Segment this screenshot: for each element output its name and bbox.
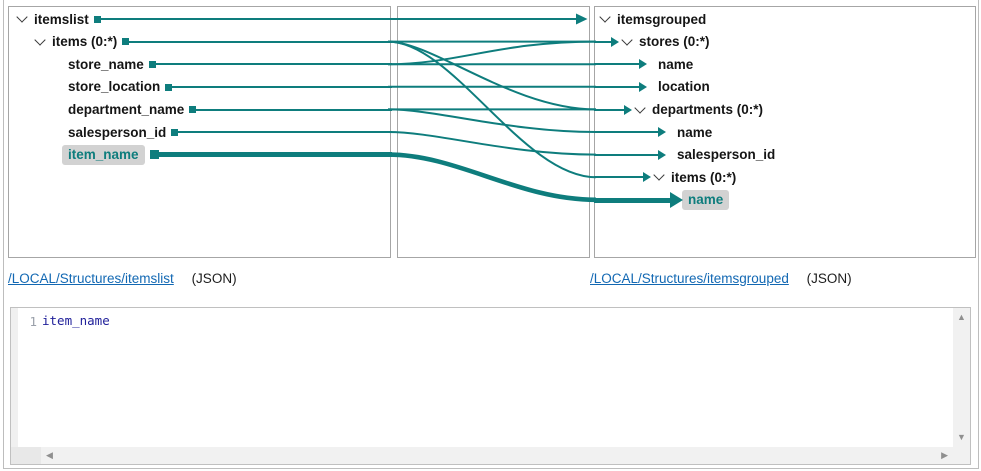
node-label[interactable]: items (0:*) (671, 169, 737, 185)
target-node-name[interactable]: name (594, 53, 975, 76)
mapping-lead-line (196, 108, 392, 111)
connector-handle-icon[interactable] (171, 128, 179, 136)
node-label[interactable]: itemslist (34, 11, 89, 27)
source-node-itemslist[interactable]: itemslist (9, 8, 392, 31)
target-node-itemsgrouped[interactable]: itemsgrouped (595, 8, 975, 31)
arrow-right-icon (658, 127, 666, 138)
node-label[interactable]: store_name (68, 56, 144, 72)
mapping-lead-line (172, 86, 392, 89)
node-label[interactable]: salesperson_id (677, 147, 776, 163)
target-node-departments-0[interactable]: departments (0:*) (594, 98, 975, 121)
scroll-left-icon[interactable]: ◀ (46, 450, 53, 460)
source-format-label: (JSON) (191, 271, 237, 286)
target-node-name[interactable]: name (594, 189, 975, 212)
mapping-lead-line (594, 86, 639, 89)
target-node-location[interactable]: location (594, 76, 975, 99)
connector-handle-icon[interactable] (149, 150, 159, 160)
node-label[interactable]: department_name (68, 101, 185, 117)
mapping-lead-line (594, 153, 658, 156)
scrollbar-filler (11, 447, 41, 464)
target-node-salesperson-id[interactable]: salesperson_id (594, 144, 975, 167)
node-label[interactable]: name (682, 190, 730, 210)
editor-code-text[interactable]: item_name (42, 313, 110, 328)
node-label[interactable]: item_name (62, 145, 145, 165)
node-label[interactable]: store_location (68, 79, 161, 95)
editor-line-number: 1 (29, 314, 37, 329)
source-node-store-name[interactable]: store_name (9, 53, 392, 76)
arrow-right-icon (643, 172, 651, 183)
connector-handle-icon[interactable] (93, 15, 101, 23)
target-node-stores-0[interactable]: stores (0:*) (594, 31, 975, 54)
mapping-lead-line (594, 40, 611, 43)
mapping-lead-line (100, 18, 392, 21)
arrow-right-icon (639, 59, 647, 70)
source-node-items-0[interactable]: items (0:*) (9, 31, 392, 54)
source-node-salesperson-id[interactable]: salesperson_id (9, 121, 392, 144)
target-node-items-0[interactable]: items (0:*) (594, 166, 975, 189)
target-node-name[interactable]: name (594, 121, 975, 144)
arrow-right-icon (639, 82, 647, 93)
chevron-down-icon[interactable] (653, 169, 665, 182)
source-node-store-location[interactable]: store_location (9, 76, 392, 99)
vertical-scrollbar[interactable]: ▲ ▼ (953, 308, 970, 447)
mapping-lead-line (594, 63, 639, 66)
node-label[interactable]: name (658, 56, 694, 72)
scroll-down-icon[interactable]: ▼ (957, 432, 966, 442)
mapping-lead-line (158, 152, 392, 158)
editor-fold-margin (11, 308, 18, 447)
chevron-down-icon[interactable] (34, 34, 46, 46)
arrow-right-icon (611, 36, 619, 47)
mapping-lead-line (594, 176, 643, 179)
mapping-canvas-panel[interactable] (397, 6, 590, 258)
connector-handle-icon[interactable] (165, 83, 173, 91)
chevron-down-icon[interactable] (599, 11, 611, 23)
mapping-lead-line (594, 108, 624, 111)
chevron-down-icon[interactable] (16, 11, 28, 23)
target-structure-link[interactable]: /LOCAL/Structures/itemsgrouped (590, 271, 789, 286)
target-structure-link-row: /LOCAL/Structures/itemsgrouped (JSON) (590, 271, 852, 286)
chevron-down-icon[interactable] (621, 34, 633, 46)
node-label[interactable]: stores (0:*) (639, 34, 710, 50)
mapping-lead-line (594, 131, 658, 134)
node-label[interactable]: items (0:*) (52, 34, 118, 50)
scroll-right-icon[interactable]: ▶ (941, 450, 948, 460)
connector-handle-icon[interactable] (122, 38, 130, 46)
target-format-label: (JSON) (806, 271, 852, 286)
source-structure-link[interactable]: /LOCAL/Structures/itemslist (8, 271, 174, 286)
arrow-right-icon (624, 104, 632, 115)
mapping-lead-line (178, 131, 392, 134)
connector-handle-icon[interactable] (148, 60, 156, 68)
horizontal-scrollbar[interactable]: ◀ ▶ (41, 447, 970, 464)
node-label[interactable]: itemsgrouped (617, 11, 707, 27)
arrow-right-icon (670, 192, 683, 209)
source-node-item-name[interactable]: item_name (9, 144, 392, 167)
node-label[interactable]: salesperson_id (68, 124, 167, 140)
expression-editor[interactable]: 1 item_name ▲ ▼ ◀ ▶ (10, 307, 971, 465)
target-structure-panel: itemsgrouped stores (0:*) name location depa… (594, 6, 976, 258)
source-node-department-name[interactable]: department_name (9, 98, 392, 121)
mapping-lead-line (155, 63, 392, 66)
node-label[interactable]: name (677, 124, 713, 140)
mapping-lead-line (594, 197, 670, 203)
node-label[interactable]: location (658, 79, 710, 95)
source-structure-panel: itemslist items (0:*) store_name store_loca… (8, 6, 392, 258)
mapping-lead-line (129, 40, 392, 43)
chevron-down-icon[interactable] (634, 102, 646, 114)
node-label[interactable]: departments (0:*) (652, 101, 764, 117)
connector-handle-icon[interactable] (189, 106, 197, 114)
source-structure-link-row: /LOCAL/Structures/itemslist (JSON) (8, 271, 237, 286)
arrow-right-icon (658, 149, 666, 160)
scroll-up-icon[interactable]: ▲ (957, 312, 966, 322)
